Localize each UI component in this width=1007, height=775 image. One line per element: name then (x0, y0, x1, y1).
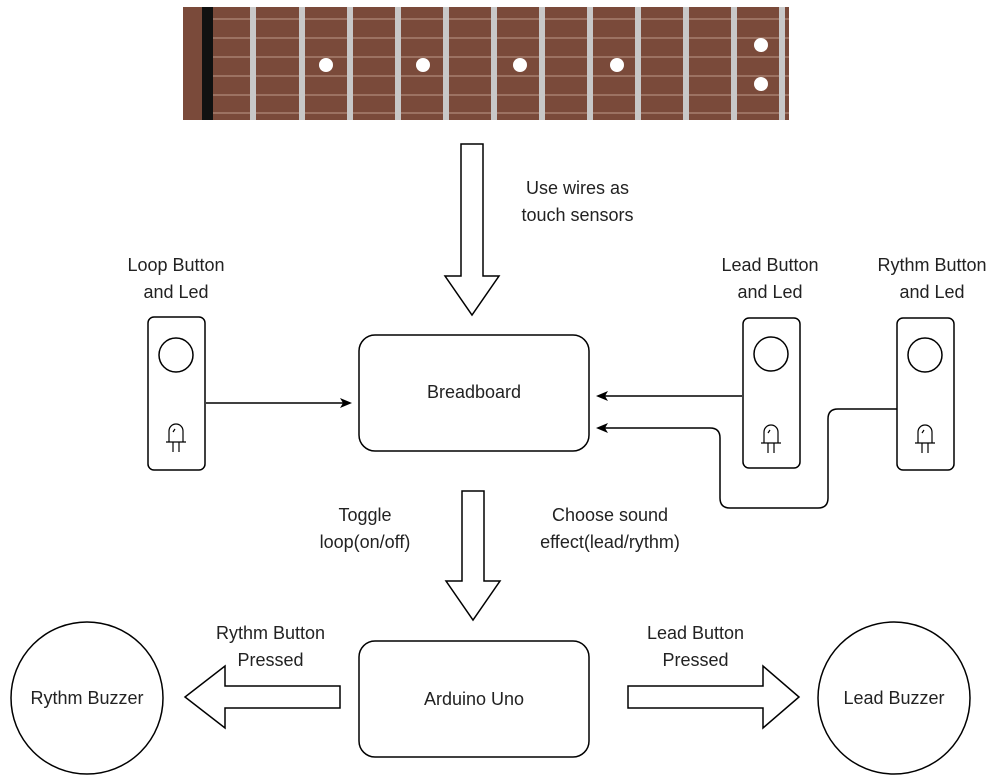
rythm-buzzer-label: Rythm Buzzer (30, 688, 144, 708)
fretboard-fret (587, 7, 593, 120)
breadboard-to-arduino-arrow (444, 490, 502, 622)
arduino-label: Arduino Uno (423, 689, 525, 709)
breadboard-label: Breadboard (426, 382, 522, 402)
fretboard-inlay (416, 58, 430, 72)
fretboard-fret (539, 7, 545, 120)
lead-connector (596, 391, 742, 401)
loop-module-label: Loop Button and Led (127, 255, 225, 302)
breadboard-box (358, 334, 590, 452)
guitar-fretboard (183, 7, 789, 120)
fretboard-inlays (319, 38, 768, 91)
fretboard-inlay (319, 58, 333, 72)
arduino-box (358, 640, 590, 758)
rythm-pressed-arrow (183, 664, 341, 730)
fretboard-inlay (754, 77, 768, 91)
lead-buzzer-label: Lead Buzzer (843, 688, 945, 708)
lead-module-label: Lead Button and Led (721, 255, 819, 302)
rythm-buzzer-circle (10, 621, 164, 775)
fretboard-fret (443, 7, 449, 120)
fretboard-fret (299, 7, 305, 120)
rythm-button-icon (907, 337, 943, 373)
wires-arrow-label: Use wires as touch sensors (521, 178, 634, 225)
fretboard-fret (683, 7, 689, 120)
fretboard-fret (491, 7, 497, 120)
rythm-module-label: Rythm Button and Led (877, 255, 987, 302)
rythm-led-icon (915, 424, 935, 453)
lead-button-icon (753, 336, 789, 372)
toggle-loop-label: Toggle loop(on/off) (319, 505, 411, 552)
fretboard-inlay (513, 58, 527, 72)
rythm-connector (596, 408, 897, 509)
fretboard-fret (347, 7, 353, 120)
fretboard-strings (213, 18, 789, 114)
rythm-module (896, 317, 955, 471)
fretboard-wood (183, 7, 789, 120)
lead-pressed-arrow (627, 664, 801, 730)
loop-button-icon (158, 337, 194, 373)
choose-effect-label: Choose sound effect(lead/rythm) (540, 505, 680, 552)
fretboard-fret (635, 7, 641, 120)
fretboard-fret (731, 7, 737, 120)
wires-arrow (443, 143, 501, 317)
fretboard-frets (250, 7, 785, 120)
fretboard-fret (779, 7, 785, 120)
fretboard-nut (202, 7, 213, 120)
fretboard-inlay (610, 58, 624, 72)
loop-module (147, 316, 206, 471)
lead-led-icon (761, 424, 781, 453)
loop-led-icon (166, 423, 186, 452)
loop-connector (206, 398, 352, 408)
lead-pressed-label: Lead Button Pressed (646, 623, 745, 670)
fretboard-inlay (754, 38, 768, 52)
fretboard-fret (250, 7, 256, 120)
rythm-pressed-label: Rythm Button Pressed (215, 623, 326, 670)
lead-buzzer-circle (817, 621, 971, 775)
lead-module (742, 317, 801, 469)
fretboard-fret (395, 7, 401, 120)
